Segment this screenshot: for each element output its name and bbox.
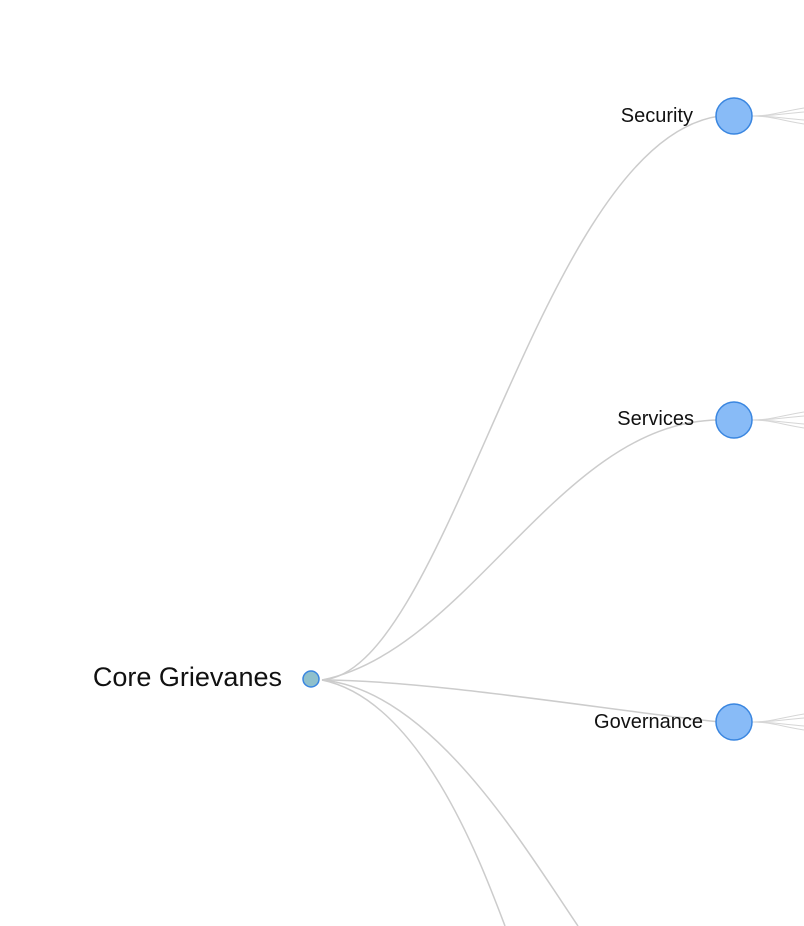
link-root-offscreen-1 bbox=[321, 679, 506, 926]
root-node[interactable] bbox=[302, 670, 320, 688]
fan-governance bbox=[751, 713, 804, 731]
root-label: Core Grievanes bbox=[93, 662, 282, 692]
link-root-governance bbox=[321, 679, 721, 723]
label-governance: Governance bbox=[594, 711, 703, 733]
fan-security bbox=[751, 107, 804, 125]
label-services: Services bbox=[617, 408, 694, 430]
label-security: Security bbox=[621, 105, 693, 127]
node-security[interactable] bbox=[715, 97, 753, 135]
node-services[interactable] bbox=[715, 401, 753, 439]
link-root-services bbox=[321, 419, 721, 681]
node-governance[interactable] bbox=[715, 703, 753, 741]
link-root-offscreen-2 bbox=[321, 679, 579, 926]
fan-services bbox=[751, 411, 804, 429]
link-root-security bbox=[321, 115, 721, 681]
